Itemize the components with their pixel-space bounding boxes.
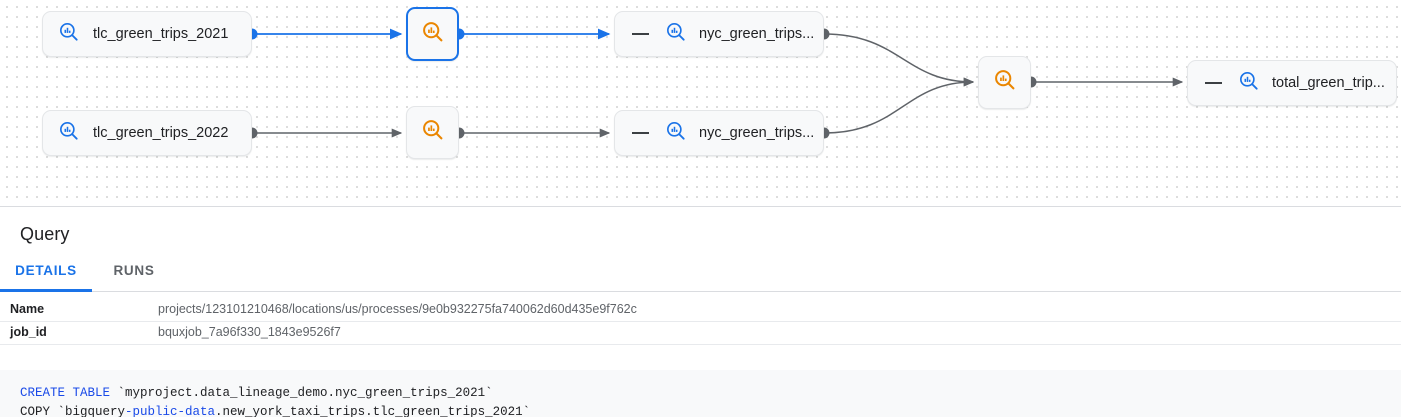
node-tlc-green-trips-2021[interactable]: tlc_green_trips_2021 [42, 11, 252, 57]
detail-value: projects/123101210468/locations/us/proce… [158, 302, 637, 316]
detail-value: bquxjob_7a96f330_1843e9526f7 [158, 325, 341, 339]
tab-details-label: DETAILS [15, 263, 77, 278]
bigquery-process-search-icon [421, 20, 445, 49]
edge-nyc2022-merge [823, 77, 975, 134]
sql-code-block: CREATE TABLE `myproject.data_lineage_dem… [0, 370, 1401, 417]
sql-line2-rest: .new_york_taxi_trips.tlc_green_trips_202… [215, 405, 531, 417]
node-label: tlc_green_trips_2021 [93, 26, 229, 42]
tab-runs-label: RUNS [113, 263, 155, 278]
node-label: total_green_trip... [1272, 75, 1385, 91]
page-title: Query [20, 224, 70, 244]
detail-key: job_id [10, 325, 47, 339]
sql-line1-rest: `myproject.data_lineage_demo.nyc_green_t… [110, 386, 493, 400]
bigquery-table-search-icon [665, 120, 687, 147]
node-label: nyc_green_trips... [699, 125, 815, 141]
collapse-icon[interactable] [632, 33, 649, 35]
node-process-2[interactable] [406, 106, 459, 159]
bigquery-table-search-icon [1238, 70, 1260, 97]
node-process-merge[interactable] [978, 56, 1031, 109]
sql-keyword-create-table: CREATE TABLE [20, 386, 111, 400]
collapse-icon[interactable] [632, 132, 649, 134]
node-process-selected[interactable] [406, 7, 459, 61]
node-label: tlc_green_trips_2022 [93, 125, 229, 141]
sql-keyword-public-data: -public-data [125, 405, 216, 417]
detail-row-job-id: job_id bquxjob_7a96f330_1843e9526f7 [0, 322, 1401, 345]
tab-details[interactable]: DETAILS [0, 259, 92, 292]
tab-active-underline [0, 289, 92, 292]
panel-divider [0, 206, 1401, 207]
detail-row-name: Name projects/123101210468/locations/us/… [0, 299, 1401, 322]
sql-line2-prefix: COPY `bigquery [20, 405, 126, 417]
tab-bar: DETAILS RUNS [0, 259, 1401, 292]
edge-nyc2021-merge [823, 33, 975, 87]
tab-runs[interactable]: RUNS [92, 259, 176, 292]
detail-key: Name [10, 302, 45, 316]
node-nyc-green-trips-2021[interactable]: nyc_green_trips... [614, 11, 824, 57]
node-nyc-green-trips-2022[interactable]: nyc_green_trips... [614, 110, 824, 156]
bigquery-table-search-icon [665, 21, 687, 48]
bigquery-process-search-icon [421, 118, 445, 147]
lineage-graph-canvas[interactable]: tlc_green_trips_2021 [0, 0, 1401, 206]
bigquery-table-search-icon [58, 21, 80, 48]
bigquery-process-search-icon [993, 68, 1017, 97]
details-panel: Query DETAILS RUNS Name projects/1231012… [0, 207, 1401, 417]
bigquery-table-search-icon [58, 120, 80, 147]
node-total-green-trips[interactable]: total_green_trip... [1187, 60, 1397, 106]
collapse-icon[interactable] [1205, 82, 1222, 84]
node-tlc-green-trips-2022[interactable]: tlc_green_trips_2022 [42, 110, 252, 156]
node-label: nyc_green_trips... [699, 26, 815, 42]
